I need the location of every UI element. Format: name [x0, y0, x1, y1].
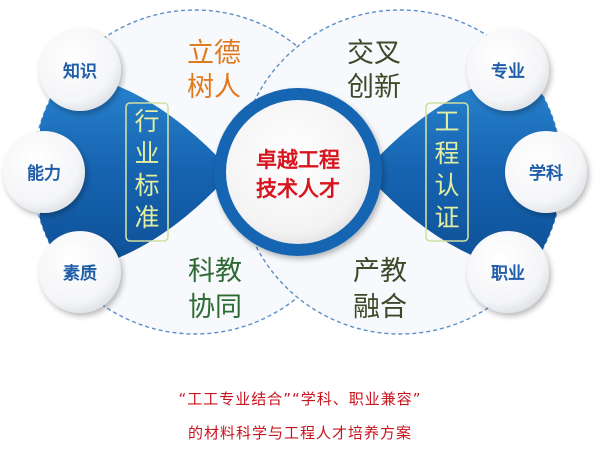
node-discipline-label: 学科: [529, 163, 563, 184]
center-title: 卓越工程: [256, 148, 340, 172]
industry-standard-box: 行 业 标 准: [125, 102, 169, 242]
quadrant-labels: 立德 树人 交叉 创新 科教 协同 产教 融合: [187, 38, 407, 323]
quadrant-top-right: 创新: [347, 72, 401, 103]
node-major-label: 专业: [491, 61, 525, 82]
right-box-char: 认: [434, 171, 459, 200]
center-title: 技术人才: [256, 177, 340, 201]
left-box-char: 行: [134, 107, 159, 136]
engineering-cert-box: 工 程 认 证: [425, 102, 469, 242]
caption-line-1: “工工专业结合”“学科、职业兼容”: [178, 390, 422, 408]
left-box-char: 业: [134, 139, 159, 168]
quadrant-top-left: 树人: [187, 72, 241, 103]
node-quality: [39, 231, 121, 313]
center-circle: 卓越工程 技术人才: [214, 88, 382, 256]
node-career-label: 职业: [491, 264, 525, 284]
node-discipline: [505, 131, 587, 213]
right-blue-bow: [364, 70, 556, 274]
right-box-char: 证: [434, 203, 459, 232]
left-box-char: 标: [134, 171, 159, 200]
right-box-char: 工: [434, 107, 459, 136]
left-blue-bow: [40, 70, 232, 274]
left-box-char: 准: [134, 203, 159, 232]
quadrant-top-right: 交叉: [347, 38, 401, 69]
quadrant-bottom-right: 产教: [353, 256, 407, 287]
node-knowledge-label: 知识: [62, 61, 97, 82]
node-ability: [3, 131, 85, 213]
quadrant-bottom-left: 协同: [188, 292, 242, 323]
quadrant-bottom-left: 科教: [188, 256, 242, 287]
node-ability-label: 能力: [27, 163, 61, 184]
quadrant-top-left: 立德: [187, 38, 241, 69]
caption-line-2: 的材料科学与工程人才培养方案: [187, 424, 412, 442]
node-career: [467, 231, 549, 313]
quadrant-bottom-right: 融合: [353, 292, 407, 323]
right-box-char: 程: [434, 139, 459, 168]
node-knowledge: [39, 29, 121, 111]
node-major: [467, 29, 549, 111]
node-quality-label: 素质: [63, 264, 97, 284]
